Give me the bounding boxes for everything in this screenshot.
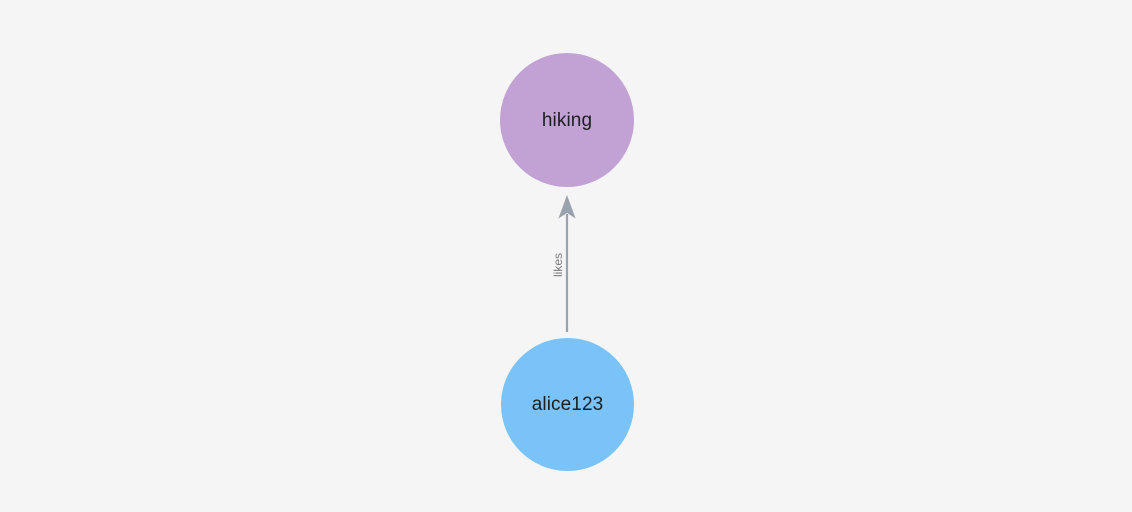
graph-node-hiking[interactable]: hiking	[500, 53, 634, 187]
node-label-hiking: hiking	[541, 109, 593, 131]
edge-alice123-likes-hiking[interactable]	[558, 195, 576, 332]
arrow-up-icon	[558, 195, 576, 219]
graph-node-alice123[interactable]: alice123	[501, 338, 634, 471]
edge-label-likes: likes	[551, 253, 565, 278]
node-label-alice123: alice123	[531, 394, 604, 415]
